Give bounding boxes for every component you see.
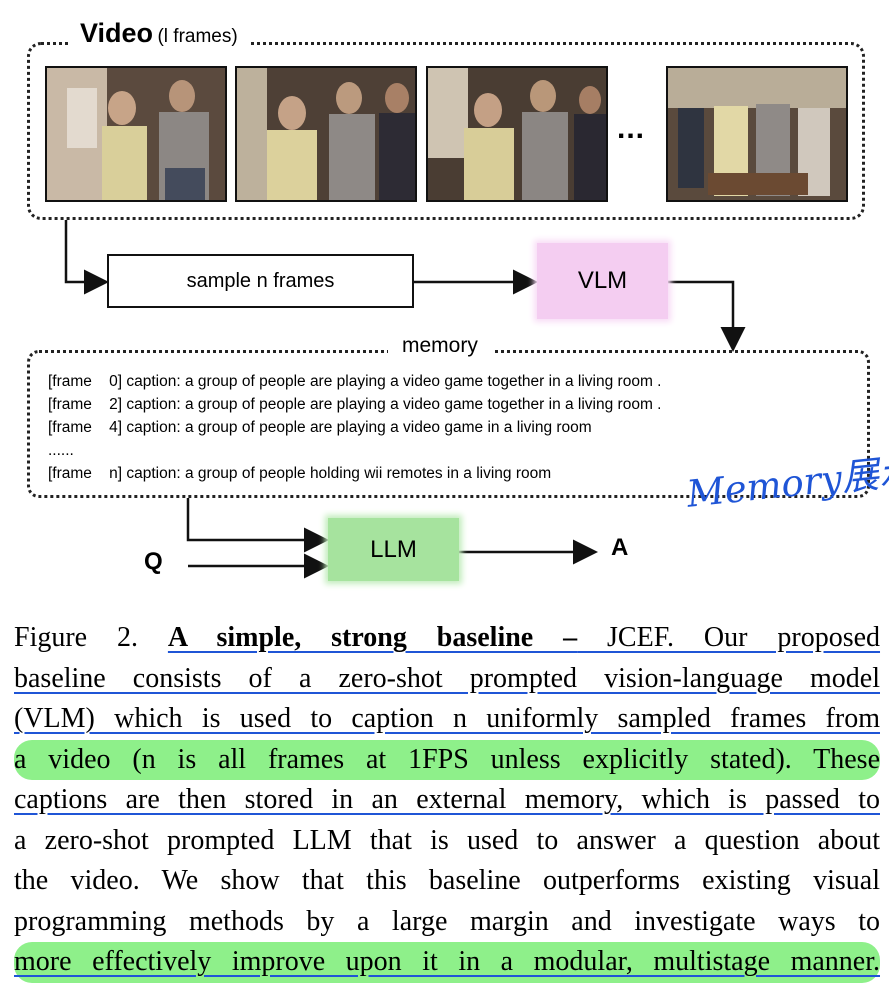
llm-label: LLM: [370, 535, 417, 563]
video-title-text: Video: [80, 18, 154, 48]
video-subtitle: (l frames): [157, 26, 238, 47]
video-group-box: [27, 42, 865, 220]
memory-caption-list: [frame 0] caption: a group of people are…: [48, 370, 661, 485]
caption-line-highlighted: more effectively improve upon it in a mo…: [14, 942, 880, 983]
caption-line: the video. We show that this baseline ou…: [14, 865, 880, 896]
question-label: Q: [144, 548, 163, 575]
caption-bold-title: A simple, strong baseline –: [167, 622, 578, 653]
answer-label: A: [611, 534, 629, 561]
caption-figure-number: Figure 2.: [14, 622, 168, 653]
memory-title: memory: [388, 334, 492, 358]
memory-line: ......: [48, 442, 74, 459]
vlm-box: VLM: [537, 243, 668, 319]
video-frame-1: [45, 66, 227, 202]
memory-line: [frame 4] caption: a group of people are…: [48, 419, 592, 436]
caption-line: programming methods by a large margin an…: [14, 905, 880, 937]
caption-line-highlighted: a video (n is all frames at 1FPS unless …: [14, 739, 880, 780]
more-frames-ellipsis: ...: [617, 112, 646, 145]
llm-box: LLM: [328, 518, 459, 581]
sample-frames-box: sample n frames: [107, 254, 414, 308]
caption-line-text: JCEF. Our proposed: [577, 622, 881, 653]
caption-line: Figure 2. A simple, strong baseline – JC…: [14, 618, 880, 659]
memory-line: [frame 2] caption: a group of people are…: [48, 396, 662, 413]
video-frame-l: [666, 66, 848, 202]
video-title: Video (l frames): [70, 18, 248, 49]
figure-caption: Figure 2. A simple, strong baseline – JC…: [14, 618, 880, 983]
caption-line: (VLM) which is used to caption n uniform…: [14, 703, 880, 734]
video-frame-3: [426, 66, 608, 202]
caption-line: a zero-shot prompted LLM that is used to…: [14, 824, 880, 856]
sample-frames-label: sample n frames: [186, 269, 335, 292]
memory-line: [frame 0] caption: a group of people are…: [48, 373, 662, 390]
video-frame-2: [235, 66, 417, 202]
vlm-label: VLM: [577, 267, 628, 294]
memory-line: [frame n] caption: a group of people hol…: [48, 465, 552, 482]
caption-line: baseline consists of a zero-shot prompte…: [14, 662, 880, 694]
caption-line: captions are then stored in an external …: [14, 784, 880, 815]
